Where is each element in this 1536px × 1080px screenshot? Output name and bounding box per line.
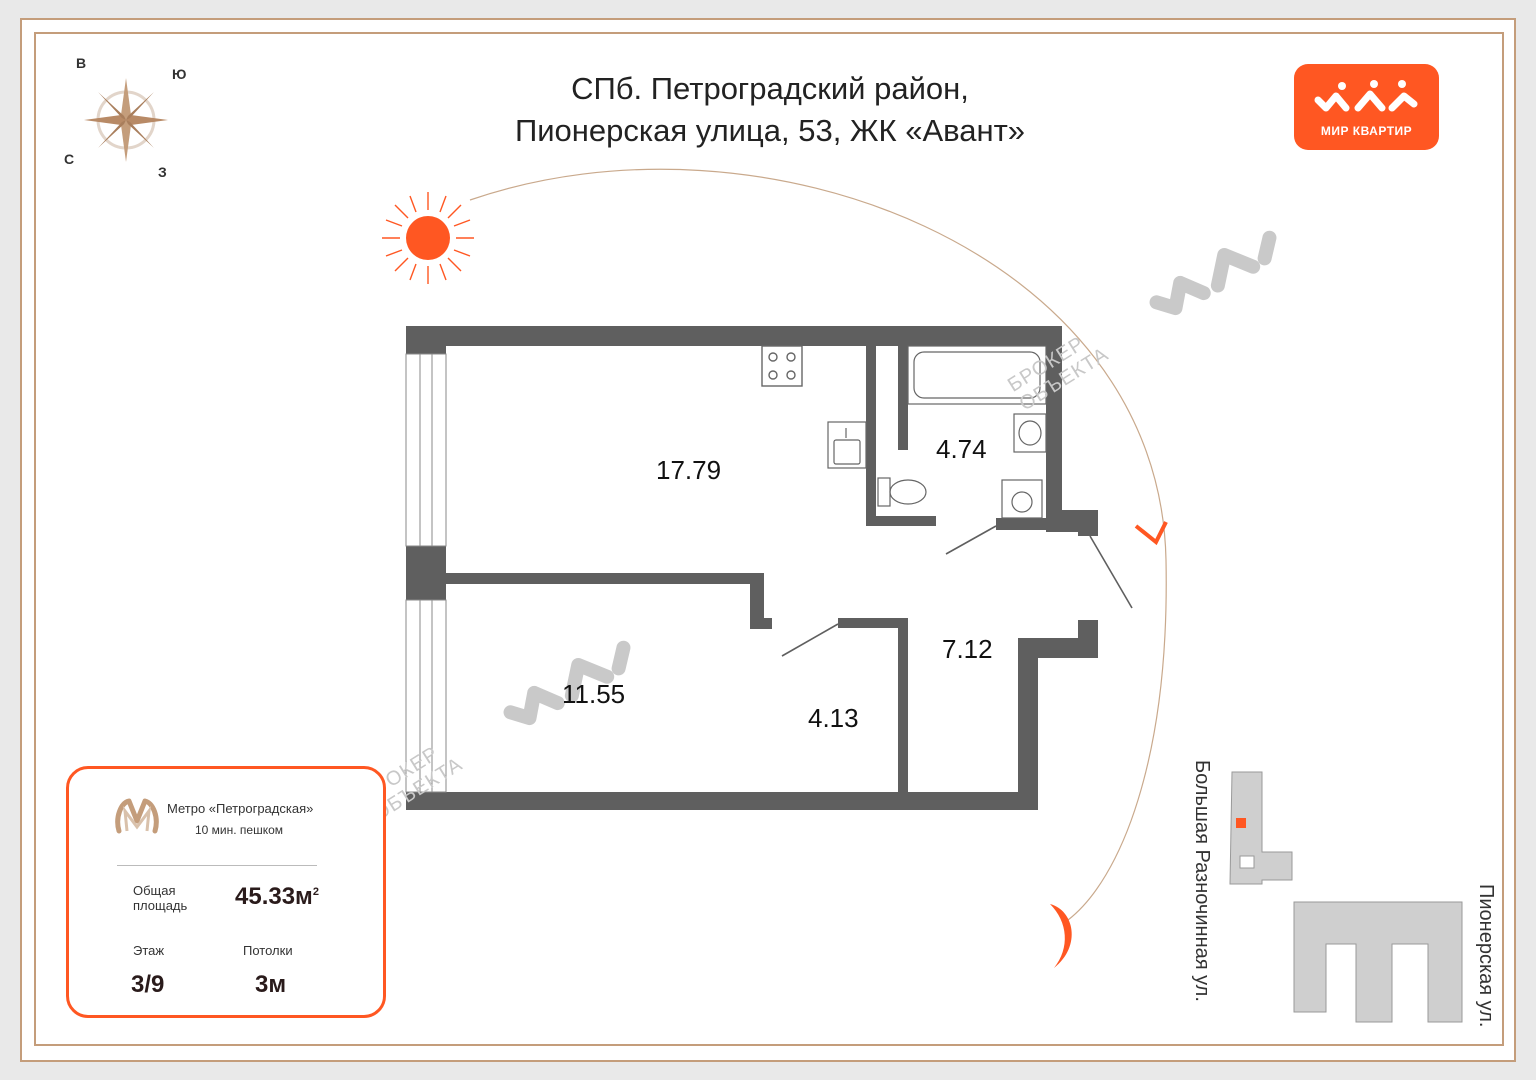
street-label-pionerskaya: Пионерская ул.: [1475, 884, 1497, 1028]
area-value: 45.33м2: [235, 883, 319, 911]
compass-label-right: Ю: [172, 66, 187, 82]
inner-frame: [34, 32, 1504, 1046]
compass-rose-icon: [84, 78, 168, 162]
compass-label-bottom: З: [158, 164, 167, 180]
floor-label: Этаж: [133, 943, 165, 958]
title-line-1: СПб. Петроградский район,: [571, 71, 969, 106]
title-line-2: Пионерская улица, 53, ЖК «Авант»: [514, 113, 1026, 148]
ceiling-value: 3м: [255, 971, 287, 998]
ceiling-label: Потолки: [243, 943, 293, 958]
floor-value: 3/9: [131, 971, 165, 998]
page-title: СПб. Петроградский район, Пионерская ули…: [460, 68, 1080, 152]
room-area-kitchen-living: 17.79: [656, 455, 722, 485]
room-area-hallway: 7.12: [942, 634, 993, 664]
room-area-bathroom: 4.74: [936, 434, 987, 464]
metro-name: Метро «Петроградская»: [167, 801, 314, 816]
area-label: Общая площадь: [133, 883, 187, 913]
moon-icon: [1050, 904, 1072, 968]
area-unit-sup: 2: [312, 886, 319, 898]
logo-mark-icon: [1314, 80, 1418, 112]
metro-walk-time: 10 мин. пешком: [195, 823, 284, 837]
info-card: Метро «Петроградская» 10 мин. пешком Общ…: [66, 766, 386, 1018]
compass-label-left: С: [64, 151, 75, 167]
area-label-line2: площадь: [133, 898, 188, 913]
street-label-bolshaya-raznochinnaya: Большая Разночинная ул.: [1191, 760, 1213, 1002]
info-divider: [117, 865, 317, 866]
brand-logo: МИР КВАРТИР: [1294, 64, 1439, 150]
area-label-line1: Общая: [133, 883, 176, 898]
area-value-number: 45.33м: [235, 883, 313, 910]
sun-icon: [382, 192, 474, 284]
logo-watermark-icon: [1149, 230, 1277, 316]
logo-watermark-icon-2: [503, 640, 631, 726]
logo-caption: МИР КВАРТИР: [1320, 124, 1413, 138]
metro-logo-icon: [115, 798, 159, 834]
room-area-wardrobe: 4.13: [808, 703, 859, 733]
compass-label-top: В: [76, 55, 87, 71]
room-area-bedroom: 11.55: [562, 679, 626, 709]
